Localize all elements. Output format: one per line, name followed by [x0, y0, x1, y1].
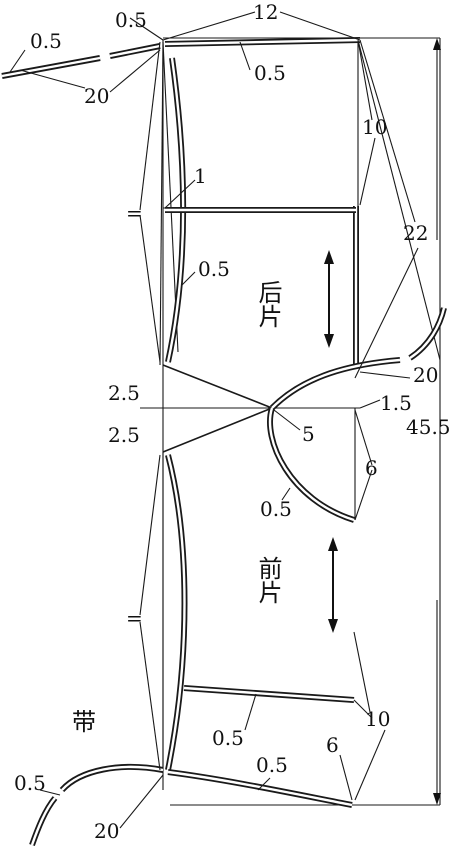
- label-front-side: 6: [365, 456, 378, 480]
- label-strap-bottom-length: 20: [94, 819, 119, 843]
- label-front-curve-seam: 0.5: [260, 497, 292, 521]
- grain-arrows: [324, 38, 441, 805]
- label-back-curve-seam: 0.5: [198, 257, 230, 281]
- label-total-length: 45.5: [406, 415, 451, 439]
- label-back-equal: =: [126, 201, 143, 225]
- leader-lines: [9, 11, 419, 829]
- label-strap: 带: [72, 708, 96, 736]
- label-front-bottom-side: 6: [326, 733, 339, 757]
- label-side-strap-length: 20: [413, 363, 438, 387]
- label-back-top-seam: 0.5: [254, 61, 286, 85]
- label-front-panel: 前片: [254, 556, 282, 604]
- label-back-side-upper: 10: [362, 115, 387, 139]
- label-back-armhole: 22: [403, 221, 428, 245]
- dimension-labels: 0.5 12 0.5 20 0.5 10 = 1 22 0.5 后片 20 2.…: [14, 0, 451, 843]
- pattern-outlines: [1, 37, 447, 846]
- label-front-side-lower: 10: [365, 707, 390, 731]
- label-front-equal: =: [126, 606, 143, 630]
- label-dart-depth: 5: [302, 422, 315, 446]
- label-strap-bottom-end: 0.5: [14, 771, 46, 795]
- label-top-half-width: 0.5: [115, 8, 147, 32]
- label-front-bottom-seam: 0.5: [256, 753, 288, 777]
- label-back-curve-offset: 1: [194, 164, 207, 188]
- label-top-width: 12: [253, 0, 278, 24]
- label-dart-upper: 2.5: [108, 381, 140, 405]
- label-front-band-seam: 0.5: [212, 726, 244, 750]
- label-dart-lower: 2.5: [108, 423, 140, 447]
- label-back-panel: 后片: [254, 280, 282, 328]
- label-strap-top-length: 20: [84, 84, 109, 108]
- label-strap-top-end: 0.5: [30, 29, 62, 53]
- label-side-point: 1.5: [380, 391, 412, 415]
